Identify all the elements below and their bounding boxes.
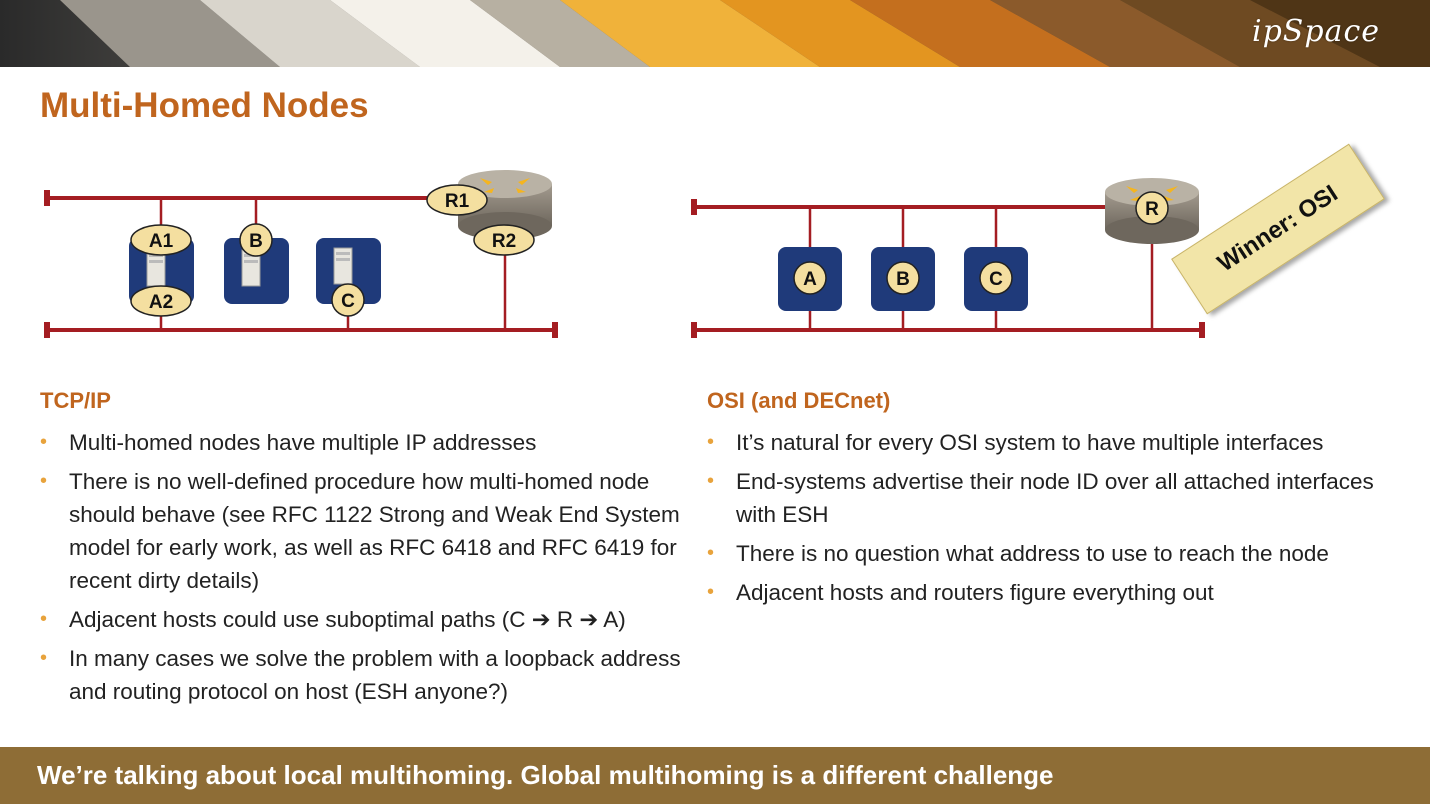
bullet-icon: • [40,608,48,630]
list-item: •There is no well-defined procedure how … [40,465,705,597]
label-b-text: B [249,231,263,252]
label-a1-text: A1 [149,231,174,252]
footer-bar: We’re talking about local multihoming. G… [0,747,1430,804]
bullet-icon: • [707,581,715,603]
osi-label-a: A [793,261,827,295]
ipspace-logo: ipSpace [1252,14,1380,49]
list-item: •Multi-homed nodes have multiple IP addr… [40,426,705,459]
bullet-icon: • [40,647,48,669]
label-r1: R1 [426,184,488,216]
osi-diagram: A B C R [691,178,1205,338]
header-banner [0,0,1430,67]
label-a1: A1 [130,224,192,256]
osi-bullet-list: •It’s natural for every OSI system to ha… [707,426,1407,609]
bullet-icon: • [707,542,715,564]
list-item: •End-systems advertise their node ID ove… [707,465,1407,531]
osi-label-b: B [886,261,920,295]
network-diagrams: A1 A2 B C R1 R2 [44,170,1205,338]
osi-label-b-text: B [896,269,910,290]
label-a2-text: A2 [149,292,173,313]
tcpip-heading: TCP/IP [40,388,111,413]
osi-label-c-text: C [989,269,1003,290]
label-a2: A2 [130,285,192,317]
osi-heading: OSI (and DECnet) [707,388,891,413]
osi-label-a-text: A [803,269,817,290]
label-b: B [239,223,273,257]
list-item: •Adjacent hosts and routers figure every… [707,576,1407,609]
tcpip-column: TCP/IP •Multi-homed nodes have multiple … [40,388,705,714]
bullet-icon: • [707,431,715,453]
label-r2-text: R2 [492,231,516,252]
osi-label-r-text: R [1145,199,1159,220]
osi-label-c: C [979,261,1013,295]
list-item: •There is no question what address to us… [707,537,1407,570]
list-item: •In many cases we solve the problem with… [40,642,705,708]
bullet-icon: • [40,470,48,492]
label-r1-text: R1 [445,191,470,212]
osi-column: OSI (and DECnet) •It’s natural for every… [707,388,1407,615]
bullet-icon: • [40,431,48,453]
slide-title: Multi-Homed Nodes [40,86,369,125]
bullet-icon: • [707,470,715,492]
server-icon [333,247,353,285]
label-c-text: C [341,291,355,312]
label-c: C [331,283,365,317]
label-r2: R2 [473,224,535,256]
osi-label-r: R [1135,191,1169,225]
list-item: •It’s natural for every OSI system to ha… [707,426,1407,459]
tcpip-diagram: A1 A2 B C R1 R2 [44,170,558,338]
list-item: •Adjacent hosts could use suboptimal pat… [40,603,705,636]
tcpip-bullet-list: •Multi-homed nodes have multiple IP addr… [40,426,705,708]
footer-text: We’re talking about local multihoming. G… [37,760,1054,790]
